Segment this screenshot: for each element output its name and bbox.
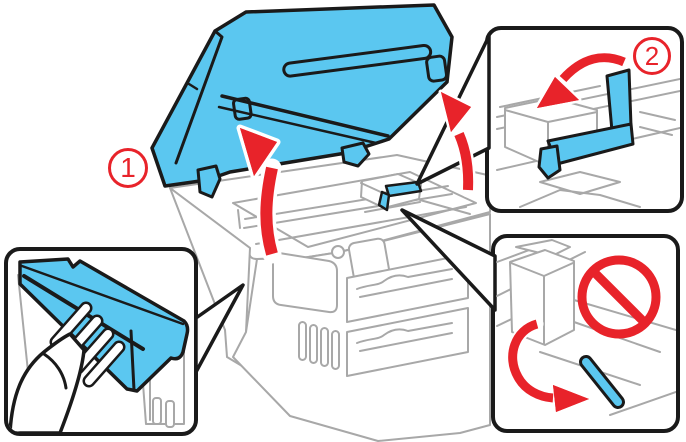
remove-tape-arrow-icon: [534, 50, 631, 111]
step-1-badge: 1: [108, 148, 148, 188]
protective-tape-closeup: [537, 68, 635, 180]
step-2-badge: 2: [633, 37, 671, 75]
printer-body-line-art: [169, 154, 493, 442]
prohibition-icon: [577, 255, 661, 339]
inset-tape-removal-closeup: [415, 26, 684, 213]
hand-icon: [8, 301, 126, 432]
callout-pointer-lever: [400, 208, 497, 312]
lift-arrow-icon: [236, 124, 282, 264]
rotate-arrow-icon: [506, 317, 591, 414]
callout-pointer-grip: [194, 283, 245, 374]
inset-do-not-touch-closeup: [400, 208, 680, 433]
step-2-number: 2: [644, 41, 660, 71]
inner-lift-arrow-icon: [438, 89, 476, 198]
step-1-number: 1: [120, 152, 136, 183]
inset-hand-grip-closeup: [4, 247, 245, 436]
protective-tape-main: [377, 180, 423, 212]
transport-lock-lever: [579, 355, 625, 409]
scanner-unit-illustration: [150, 3, 454, 199]
